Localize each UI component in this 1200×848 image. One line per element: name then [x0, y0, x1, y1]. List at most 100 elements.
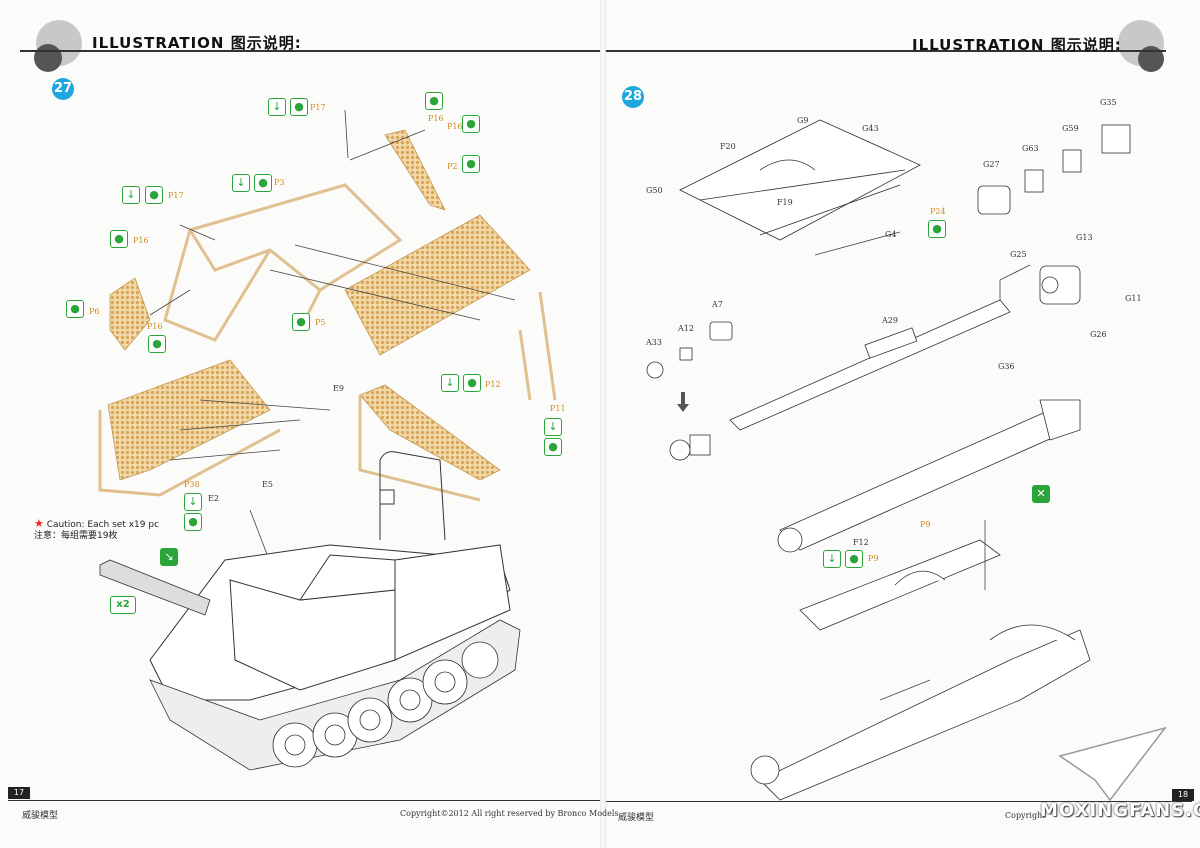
drop-icon: ●	[294, 100, 304, 113]
track-system	[149, 619, 521, 771]
part-label: P16	[147, 322, 163, 331]
part-label: E5	[262, 480, 273, 489]
footer-brand-left: 威骏模型	[22, 811, 59, 821]
part-label: G13	[1076, 233, 1093, 242]
page-gutter	[600, 0, 606, 848]
glue-icon: ●	[145, 186, 163, 204]
glue-icon: ●	[462, 155, 480, 173]
part-label: G25	[1010, 250, 1027, 259]
glue-icon: ●	[425, 92, 443, 110]
glue-icon: ↓	[268, 98, 286, 116]
step-badge-28: 28	[622, 86, 644, 108]
gun-mount-parts	[977, 124, 1131, 305]
page-number-right: 18	[1172, 789, 1194, 801]
glue-icon: ●	[184, 513, 202, 531]
pe-frame-lower	[98, 395, 481, 502]
part-label: P12	[485, 380, 501, 389]
part-label: G26	[1090, 330, 1107, 339]
caution-cn: 注意：每组需要19枚	[34, 531, 118, 541]
part-label: E9	[333, 384, 344, 393]
part-label: G35	[1100, 98, 1117, 107]
header-disc-dark	[34, 44, 62, 72]
star-icon: ★	[34, 517, 44, 530]
part-label: G63	[1022, 144, 1039, 153]
gun-cradle-assembled	[799, 539, 1001, 631]
arrow-down-icon: ↓	[272, 100, 282, 113]
track-link-run	[99, 559, 211, 616]
part-label: P9	[868, 554, 879, 563]
part-label: P16	[133, 236, 149, 245]
glue-icon: ↓	[441, 374, 459, 392]
part-label: G43	[862, 124, 879, 133]
glue-icon: ●	[66, 300, 84, 318]
mesh-panel-left	[107, 359, 271, 481]
gun-final-assembly	[750, 624, 1091, 801]
part-label: E2	[208, 494, 219, 503]
gun-barrel-a29	[729, 299, 1011, 431]
header-rule-right	[606, 50, 1166, 52]
part-label: A7	[712, 300, 723, 309]
mesh-panel-right	[359, 384, 501, 481]
vehicle-hull	[149, 451, 511, 701]
footer-brand-right: 威骏模型	[618, 813, 655, 823]
glue-icon: ↓	[544, 418, 562, 436]
mesh-panel-p5	[344, 214, 531, 356]
multiplier-badge: x2	[110, 596, 136, 614]
glue-icon: ●	[110, 230, 128, 248]
footer-rule-right	[606, 801, 1192, 802]
part-label: G36	[998, 362, 1015, 371]
part-label: P2	[447, 162, 458, 171]
part-label: A33	[646, 338, 662, 347]
page-number-left: 17	[8, 787, 30, 799]
part-label: G4	[885, 230, 897, 239]
watermark-plane	[1058, 726, 1167, 802]
gun-cradle	[679, 119, 921, 241]
caution-en: Caution: Each set x19 pc	[46, 520, 160, 530]
glue-icon: ●	[290, 98, 308, 116]
glue-icon: ↓	[823, 550, 841, 568]
part-label: P5	[315, 318, 326, 327]
glue-icon: ↓	[122, 186, 140, 204]
header-title-left: ILLUSTRATION 图示说明:	[92, 34, 302, 52]
part-label: A12	[678, 324, 694, 333]
footer-rule-left	[8, 800, 600, 801]
footer-copyright-left: Copyright©2012 All right reserved by Bro…	[400, 809, 619, 818]
glue-icon: ●	[463, 374, 481, 392]
part-label: P16	[447, 122, 463, 131]
part-label: P17	[168, 191, 184, 200]
part-label: P16	[428, 114, 444, 123]
glue-icon: ●	[462, 115, 480, 133]
part-label: G11	[1125, 294, 1142, 303]
part-label: P6	[89, 307, 100, 316]
header-rule-left	[20, 50, 600, 52]
part-label: A29	[882, 316, 898, 325]
caution-note: ★ Caution: Each set x19 pc 注意：每组需要19枚	[34, 518, 159, 542]
part-label: G27	[983, 160, 1000, 169]
part-label: G9	[797, 116, 809, 125]
part-label: F19	[777, 198, 793, 207]
part-label: G59	[1062, 124, 1079, 133]
part-label: P9	[920, 520, 931, 529]
footer-copyright-right: Copyright	[1005, 811, 1046, 820]
glue-icon: ●	[928, 220, 946, 238]
part-label: P38	[184, 480, 200, 489]
part-label: P24	[930, 207, 946, 216]
part-label: P17	[310, 103, 326, 112]
step-badge-27: 27	[52, 78, 74, 100]
part-label: P11	[550, 404, 566, 413]
glue-icon: ●	[292, 313, 310, 331]
glue-icon: ↓	[184, 493, 202, 511]
glue-icon: ●	[845, 550, 863, 568]
muzzle-brake-parts	[646, 321, 733, 461]
part-label: G50	[646, 186, 663, 195]
glue-icon: ●	[254, 174, 272, 192]
mesh-panel-p2	[384, 129, 446, 211]
glue-icon: ●	[148, 335, 166, 353]
header-title-right: ILLUSTRATION 图示说明:	[912, 36, 1122, 54]
glue-icon: ●	[544, 438, 562, 456]
part-label: F12	[853, 538, 869, 547]
remove-icon: ↘	[160, 548, 178, 566]
watermark-text: MOXINGFANS.COM	[1040, 800, 1200, 821]
part-label: F20	[720, 142, 736, 151]
